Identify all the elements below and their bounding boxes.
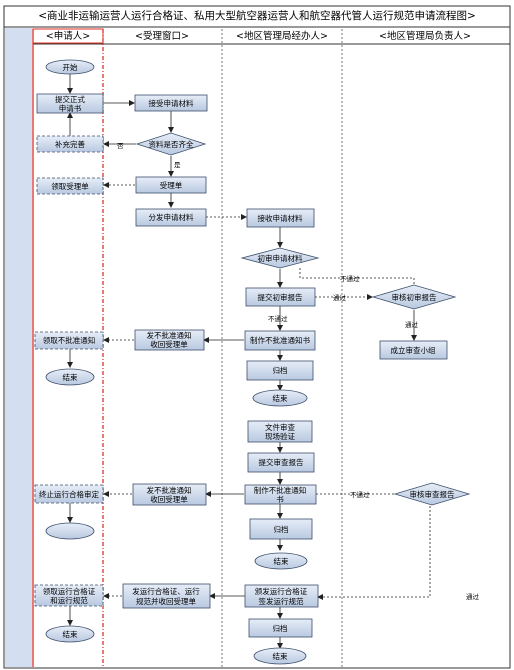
form-review-team-label: 成立审查小组 <box>391 345 436 355</box>
connector <box>299 266 415 284</box>
end-staff-3[interactable] <box>253 647 307 665</box>
end-applicant-3-label: 结束 <box>63 629 78 639</box>
edge-label-pass-prelim: 通过 <box>333 293 347 302</box>
issue-certificate-label-2: 规范并收回受理单 <box>136 596 196 606</box>
submit-prelim-report-label: 提交初审报告 <box>258 292 303 302</box>
archive-3-node[interactable] <box>248 618 313 638</box>
submit-application-label-1: 提交正式 <box>55 94 85 104</box>
make-rejection-1-label: 制作不批准通知书 <box>250 335 310 345</box>
end-staff-2-label: 结束 <box>274 556 289 566</box>
make-rejection-1-node[interactable] <box>244 330 316 351</box>
get-certificate-label-2: 和运行规范 <box>50 595 88 605</box>
complete-materials-label: 补充完善 <box>55 139 85 149</box>
preliminary-review-label: 初审申请材料 <box>258 253 303 263</box>
get-rejection-notice-node[interactable] <box>34 331 104 350</box>
archive-2-node[interactable] <box>249 518 313 540</box>
receive-application-node[interactable] <box>246 208 315 228</box>
lane-header-applicant: <申请人> <box>46 30 90 42</box>
receive-materials-label: 接受申请材料 <box>149 98 194 108</box>
edge-label-yes: 是 <box>174 161 181 169</box>
stop-certification-node[interactable] <box>34 484 104 504</box>
submit-application-node[interactable] <box>36 93 104 114</box>
lane-header-manager: <地区管理局负责人> <box>379 30 471 42</box>
sign-certificate-label-2: 签发运行规范 <box>259 596 304 606</box>
send-rejection-1-label-2: 收回受理单 <box>150 339 188 349</box>
distribute-materials-label: 分发申请材料 <box>149 212 194 222</box>
end-applicant-2[interactable] <box>45 522 95 540</box>
get-certificate-label-1: 领取运行合格证 <box>43 586 96 596</box>
connector <box>317 506 431 600</box>
form-review-team-node[interactable] <box>379 340 448 360</box>
sign-certificate-label-1: 颁发运行合格证 <box>255 586 308 596</box>
materials-complete-label: 资料是否齐全 <box>149 139 194 149</box>
archive-2-label: 归档 <box>274 524 289 534</box>
start-terminator[interactable] <box>45 59 95 75</box>
receive-application-label: 接收申请材料 <box>258 213 303 223</box>
stop-certification-label: 终止运行合格审定 <box>39 489 99 499</box>
end-applicant-1[interactable] <box>45 368 95 386</box>
left-sidebar-bar <box>5 28 32 667</box>
make-rejection-2-label-2: 书 <box>276 494 284 504</box>
end-staff-1-label: 结束 <box>273 393 288 403</box>
end-staff-1[interactable] <box>252 389 308 407</box>
complete-materials-node[interactable] <box>36 135 104 153</box>
edge-label-fail-prelim: 不通过 <box>268 314 288 323</box>
submit-review-report-node[interactable] <box>247 452 315 473</box>
send-rejection-2-node[interactable] <box>132 483 207 506</box>
edge-label-fail-final: 不通过 <box>350 490 370 499</box>
make-rejection-2-label-1: 制作不批准通知 <box>254 485 307 495</box>
receipt-label: 受理单 <box>160 180 183 190</box>
send-rejection-2-label-1: 发不批准通知 <box>147 485 192 495</box>
document-review-label-1: 文件审查 <box>265 422 295 432</box>
get-rejection-notice-label: 领取不批准通知 <box>43 335 96 345</box>
issue-certificate-node[interactable] <box>122 583 211 609</box>
edge-label-fail-review: 不通过 <box>340 274 360 283</box>
get-receipt-label: 领取受理单 <box>51 181 89 191</box>
connectors <box>67 74 431 649</box>
issue-certificate-label-1: 发运行合格证、运行 <box>132 586 200 596</box>
end-staff-2[interactable] <box>254 552 308 570</box>
archive-3-label: 归档 <box>273 623 288 633</box>
diagram-title: <商业非运输运营人运行合格证、私用大型航空器运营人和航空器代管人运行规范申请流程… <box>38 9 476 22</box>
receive-materials-node[interactable] <box>134 94 208 112</box>
get-certificate-node[interactable] <box>34 584 104 607</box>
send-rejection-1-node[interactable] <box>134 329 205 351</box>
review-report-label: 审核审查报告 <box>410 489 455 499</box>
send-rejection-2-label-2: 收回受理单 <box>150 494 188 504</box>
document-review-label-2: 现场验证 <box>265 431 295 441</box>
archive-1-node[interactable] <box>246 360 314 381</box>
edge-label-pass-final: 通过 <box>466 592 480 601</box>
submit-review-report-label: 提交审查报告 <box>259 457 304 467</box>
make-rejection-2-node[interactable] <box>244 484 317 505</box>
sign-certificate-node[interactable] <box>244 584 319 608</box>
review-report-decision[interactable] <box>393 482 471 506</box>
edge-label-pass-review: 通过 <box>405 320 419 329</box>
get-receipt-node[interactable] <box>36 177 104 195</box>
lane-header-reception: <受理窗口> <box>135 30 189 42</box>
materials-complete-decision[interactable] <box>135 132 207 156</box>
distribute-materials-node[interactable] <box>135 208 207 227</box>
edge-label-no: 否 <box>117 142 124 150</box>
end-applicant-3[interactable] <box>45 625 95 643</box>
archive-1-label: 归档 <box>273 365 288 375</box>
start-label: 开始 <box>63 62 78 72</box>
end-staff-3-label: 结束 <box>273 651 288 661</box>
end-applicant-1-label: 结束 <box>63 372 78 382</box>
lane-header-staff: <地区管理局经办人> <box>236 30 328 42</box>
review-prelim-decision[interactable] <box>371 284 457 310</box>
send-rejection-1-label-1: 发不批准通知 <box>147 330 192 340</box>
preliminary-review-decision[interactable] <box>240 247 320 269</box>
receipt-node[interactable] <box>135 176 207 194</box>
submit-prelim-report-node[interactable] <box>245 287 316 307</box>
submit-application-label-2: 申请书 <box>59 103 82 113</box>
document-review-node[interactable] <box>247 420 313 443</box>
review-prelim-label: 审核初审报告 <box>392 292 437 302</box>
diagram-frame <box>3 5 511 669</box>
